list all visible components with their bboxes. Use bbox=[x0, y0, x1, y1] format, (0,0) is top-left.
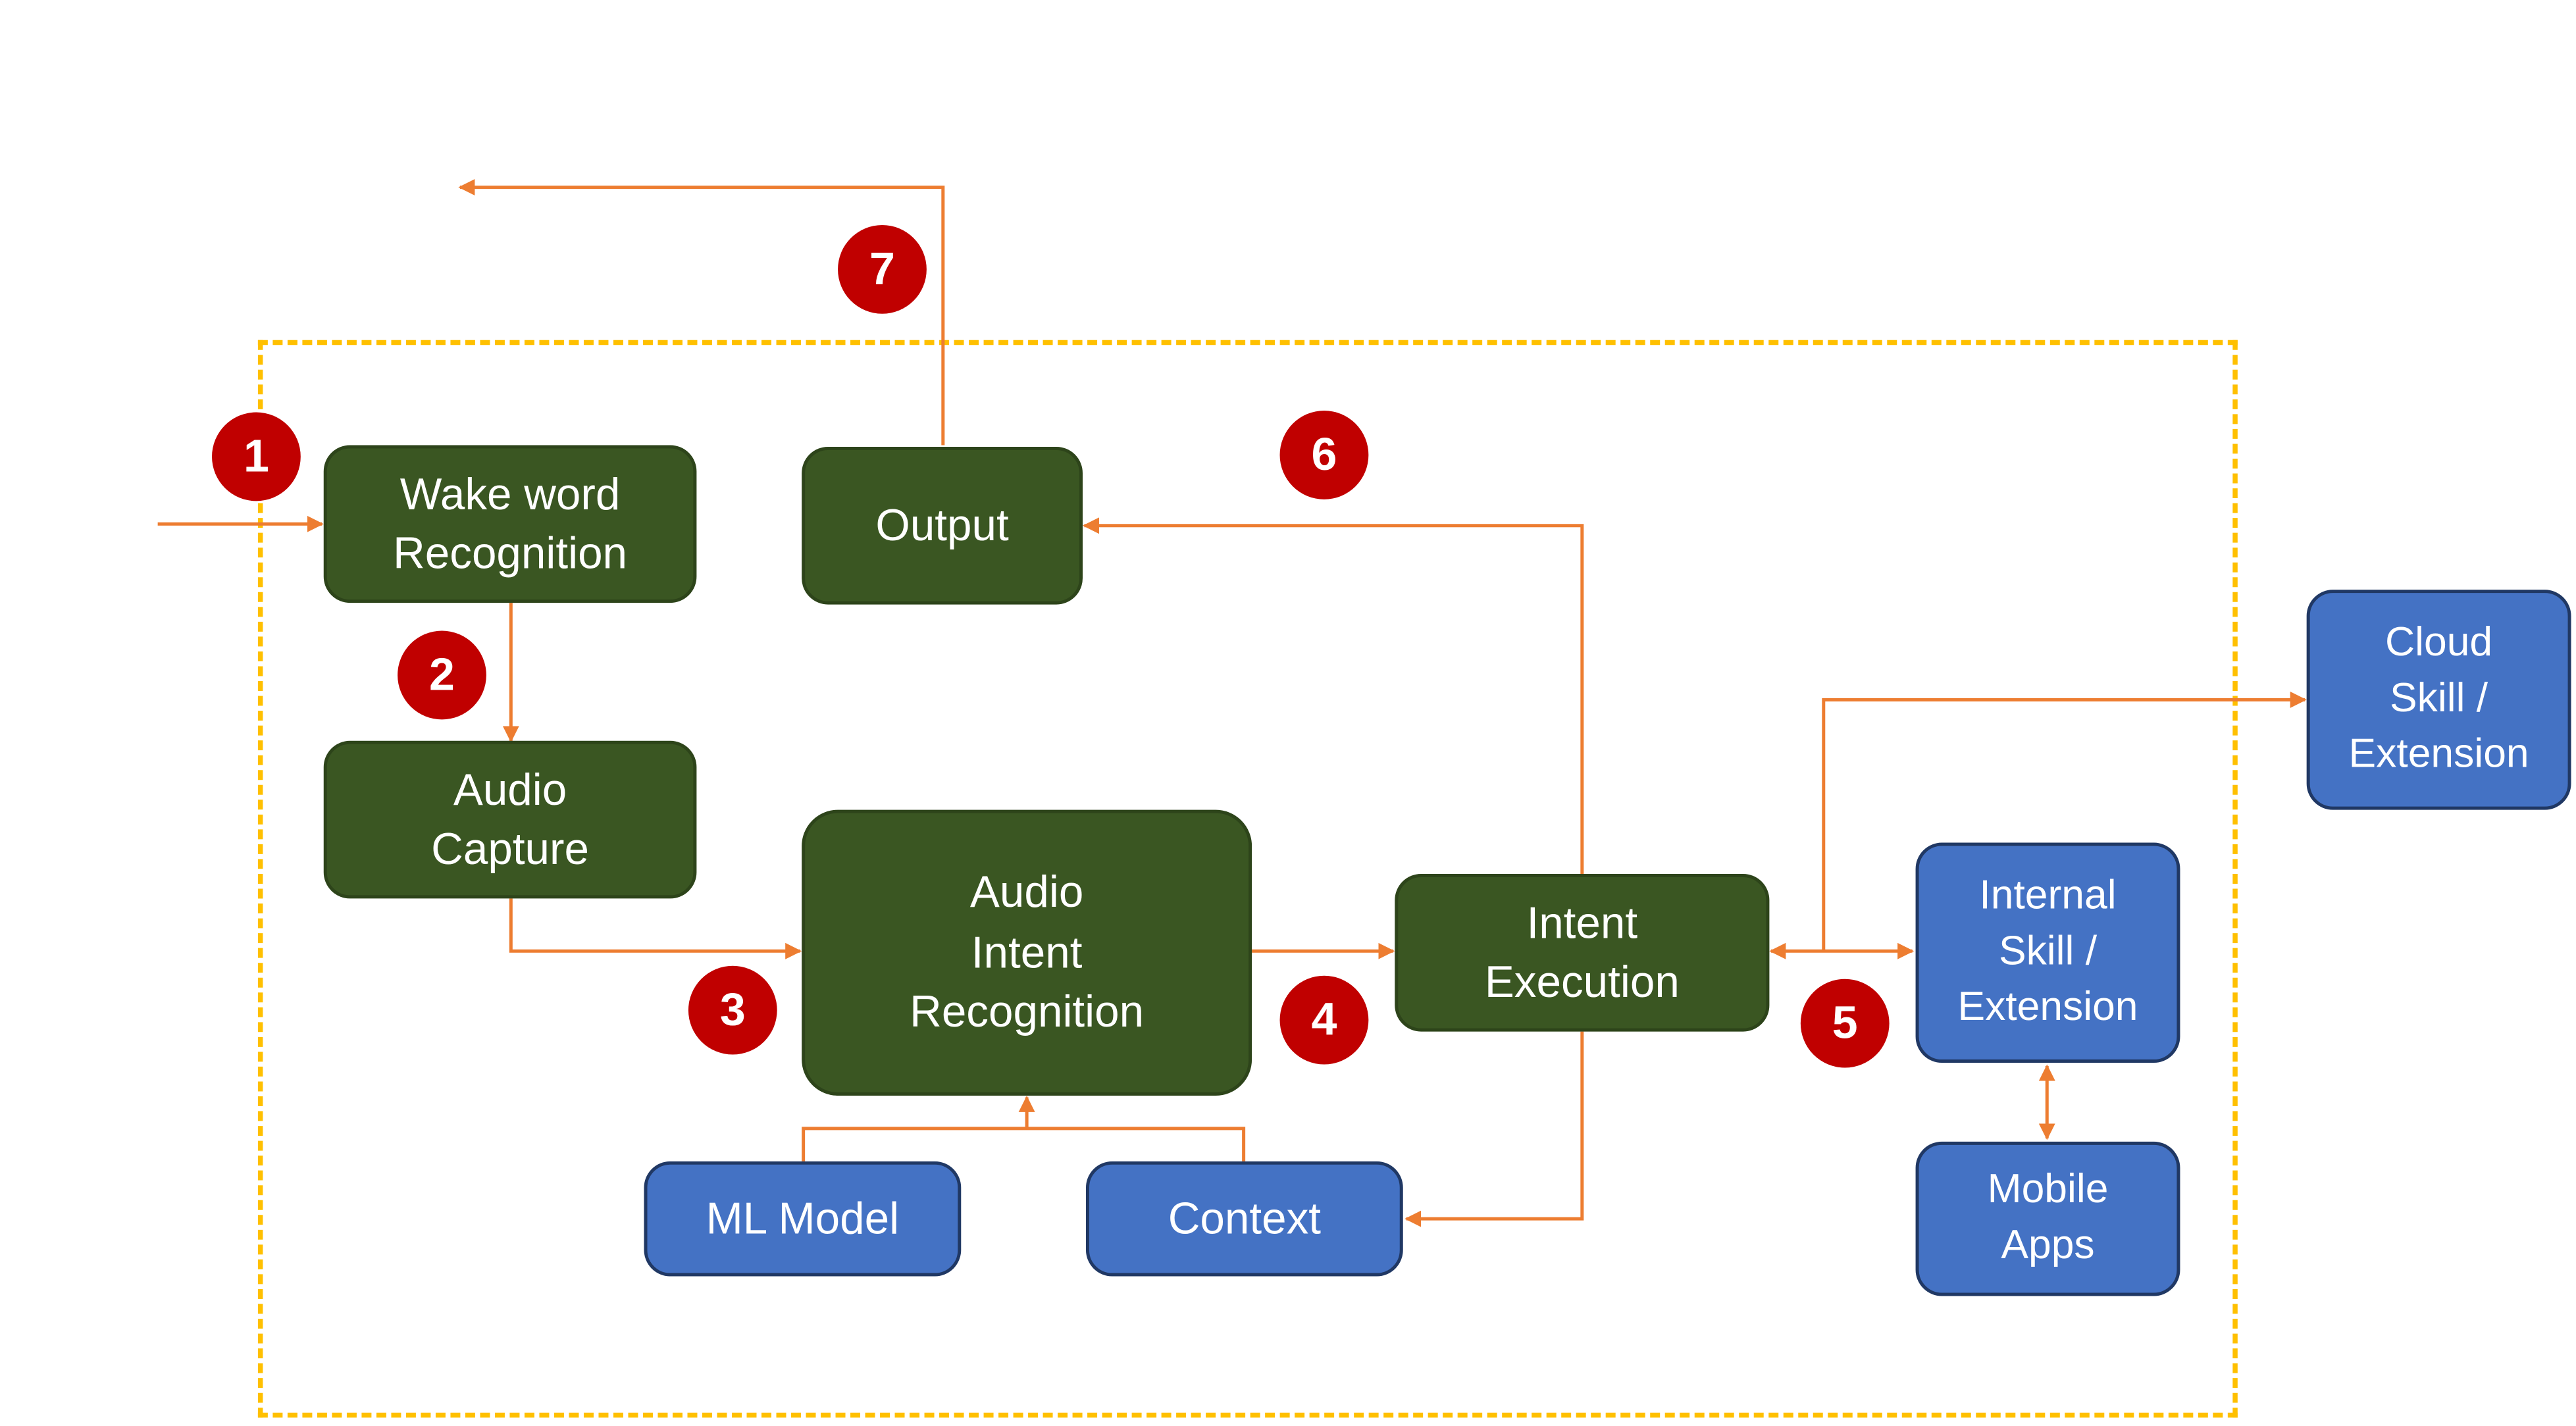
ml-model-node: ML Model bbox=[644, 1161, 962, 1277]
output-node: Output bbox=[802, 446, 1083, 605]
edge-execution-to-output bbox=[1082, 517, 1584, 874]
internal-skill-node: Internal Skill / Extension bbox=[1915, 842, 2180, 1063]
step-badge-2: 2 bbox=[398, 630, 486, 720]
step-badge-5: 5 bbox=[1800, 979, 1890, 1068]
wake-word-recognition-node: Wake word Recognition bbox=[323, 445, 697, 603]
step-badge-1: 1 bbox=[212, 412, 301, 501]
edge-ml-model-to-intent-recognition bbox=[802, 1127, 1246, 1161]
edge-execution-to-context bbox=[1404, 1031, 1584, 1227]
mobile-apps-node: Mobile Apps bbox=[1915, 1141, 2180, 1296]
edge-output-to-external bbox=[458, 179, 945, 446]
edge-execution-to-cloud-skill bbox=[1822, 691, 2307, 952]
step-badge-3: 3 bbox=[688, 965, 777, 1055]
device-boundary bbox=[257, 340, 2238, 1418]
cloud-skill-node: Cloud Skill / Extension bbox=[2306, 590, 2571, 810]
audio-intent-recognition-node: Audio Intent Recognition bbox=[802, 809, 1252, 1096]
audio-capture-node: Audio Capture bbox=[323, 740, 697, 899]
edge-audio-capture-to-intent-recognition bbox=[509, 898, 802, 959]
intent-execution-node: Intent Execution bbox=[1395, 873, 1770, 1032]
step-badge-4: 4 bbox=[1279, 975, 1369, 1065]
step-badge-7: 7 bbox=[838, 224, 927, 314]
step-badge-6: 6 bbox=[1279, 411, 1369, 499]
context-node: Context bbox=[1085, 1161, 1403, 1277]
